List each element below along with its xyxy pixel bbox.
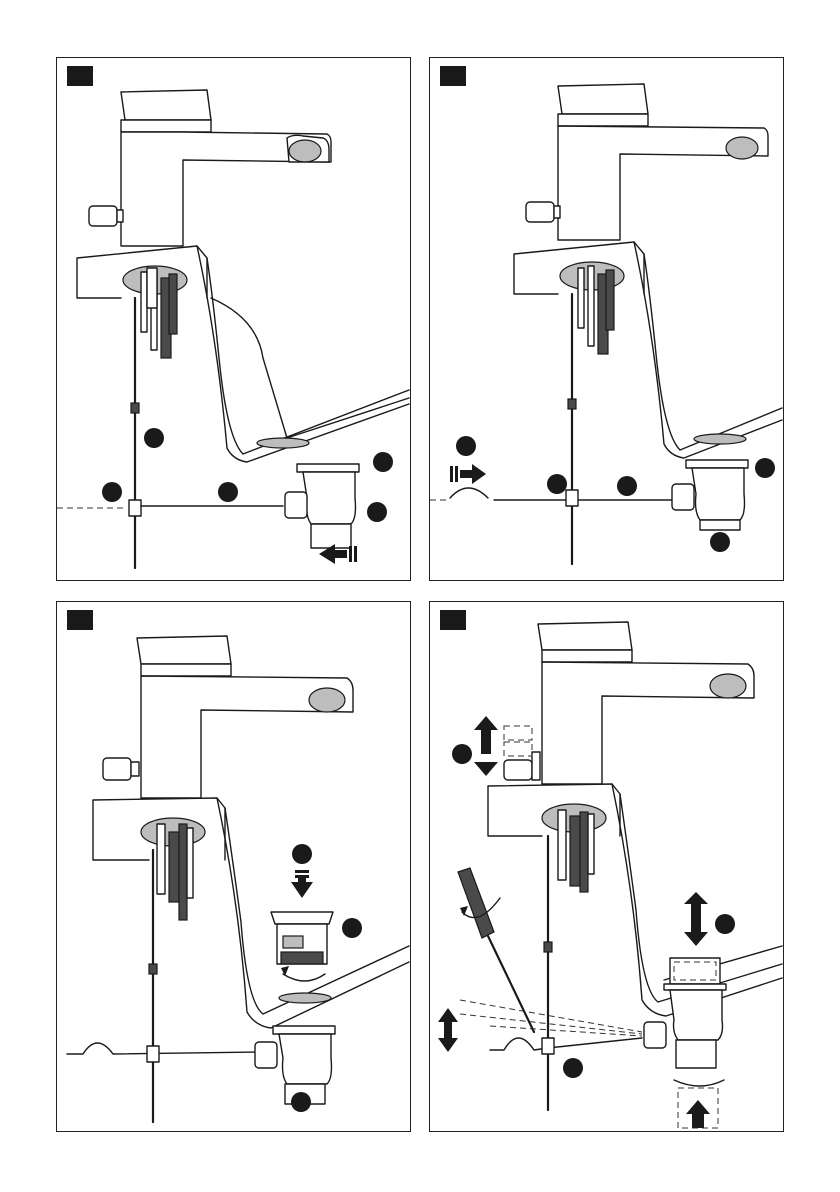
basin	[93, 798, 409, 1028]
hoses	[560, 262, 624, 354]
faucet-installation-drawing	[430, 602, 785, 1133]
step-panel-1	[56, 57, 411, 581]
pull-rod	[430, 294, 674, 564]
faucet-installation-drawing	[57, 602, 412, 1133]
step-panel-3	[56, 601, 411, 1132]
faucet	[504, 622, 754, 784]
drain-assembly	[255, 1026, 335, 1104]
screwdriver	[458, 868, 534, 1032]
hoses	[141, 818, 205, 920]
faucet-installation-drawing	[57, 58, 412, 582]
faucet	[103, 636, 353, 798]
step-panel-2	[429, 57, 784, 581]
hoses	[542, 804, 606, 892]
pull-rod	[460, 836, 642, 1110]
stopper	[271, 912, 333, 981]
direction-arrow	[450, 464, 486, 484]
step-panel-4	[429, 601, 784, 1132]
faucet	[89, 90, 331, 246]
faucet	[526, 84, 768, 240]
hoses	[123, 266, 187, 358]
basin	[488, 784, 782, 1016]
direction-arrow	[291, 870, 313, 898]
drain-assembly	[285, 464, 359, 548]
drain-assembly	[672, 460, 748, 530]
drain-assembly	[644, 958, 726, 1128]
basin	[514, 242, 782, 458]
faucet-installation-drawing	[430, 58, 785, 582]
